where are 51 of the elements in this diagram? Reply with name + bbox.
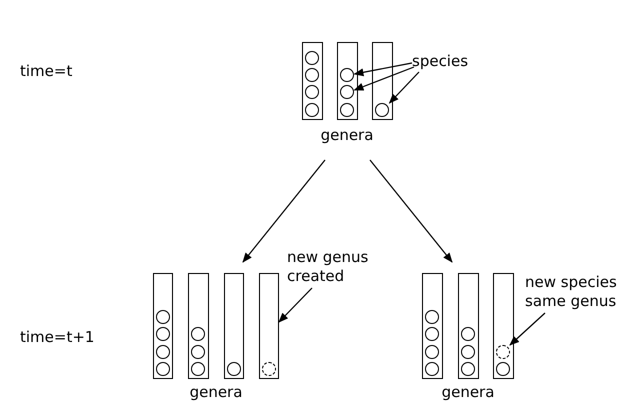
species-circle [425, 344, 439, 358]
genus-tube [302, 42, 323, 120]
species-circle [191, 362, 205, 376]
leader-arrow [509, 312, 546, 346]
group-label: genera [188, 383, 244, 402]
genus-tube [458, 273, 479, 379]
new-species-circle [262, 362, 276, 376]
species-circle [305, 68, 319, 82]
genus-tube [188, 273, 209, 379]
species-circle [461, 344, 475, 358]
genus-tube [493, 273, 514, 379]
genus-tube [372, 42, 393, 120]
group-label: genera [320, 126, 374, 145]
leader-arrow [354, 62, 412, 76]
species-circle [425, 326, 439, 340]
species-circle [156, 310, 170, 324]
species-circle [191, 326, 205, 340]
leader-arrow [388, 72, 420, 104]
callout-text: new genus created [287, 248, 371, 288]
species-circle [156, 326, 170, 340]
species-circle [461, 362, 475, 376]
genus-tube [224, 273, 244, 379]
genus-tube [153, 273, 173, 379]
arrow [370, 160, 453, 263]
species-circle [305, 50, 319, 64]
leader-arrow [354, 66, 414, 91]
species-circle [461, 326, 475, 340]
group-label: genera [440, 383, 496, 402]
species-circle [425, 310, 439, 324]
new-species-circle [496, 344, 510, 358]
genus-tube [259, 273, 279, 379]
species-circle [305, 102, 319, 116]
species-circle [226, 362, 240, 376]
species-circle [496, 362, 510, 376]
species-circle [340, 102, 354, 116]
genus-tube [337, 42, 358, 120]
species-circle [375, 102, 389, 116]
species-circle [340, 68, 354, 82]
time-label: time=t+1 [20, 328, 94, 347]
arrow [242, 160, 326, 263]
callout-text: species [412, 52, 484, 72]
genus-tube [422, 273, 443, 379]
callout-text: new species same genus [525, 273, 631, 313]
species-circle [191, 344, 205, 358]
time-label: time=t [20, 62, 72, 81]
species-circle [156, 362, 170, 376]
species-circle [156, 344, 170, 358]
species-circle [340, 84, 354, 98]
species-circle [305, 84, 319, 98]
species-circle [425, 362, 439, 376]
leader-arrow [278, 288, 312, 323]
